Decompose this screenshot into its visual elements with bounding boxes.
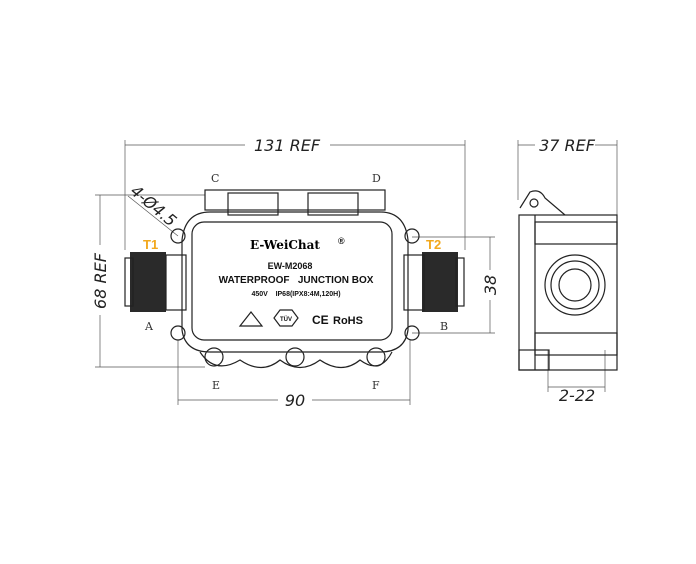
front-view <box>124 189 465 369</box>
rohs-mark: RoHS <box>333 315 363 327</box>
tuv-mark: TÜV <box>280 316 292 323</box>
point-e: E <box>212 379 220 392</box>
rating-text: 450V IP68(IPX8:4M,120H) <box>251 291 340 298</box>
registered-mark: ® <box>338 236 345 246</box>
gland-dimension: 2-22 <box>559 386 595 405</box>
point-b: B <box>440 320 448 333</box>
terminal-t1-label: T1 <box>143 237 158 252</box>
point-c: C <box>211 172 219 185</box>
dimension-lines <box>95 140 618 405</box>
brand-name: E-WeiChat <box>250 238 320 252</box>
tuv-icon <box>273 309 299 327</box>
point-d: D <box>372 172 381 185</box>
width-dimension: 131 REF <box>254 136 321 155</box>
certification-triangle-icon <box>238 311 264 327</box>
product-title: WATERPROOF JUNCTION BOX <box>219 275 374 286</box>
ce-mark: CE <box>312 313 329 327</box>
hole-dimension: 4-Ø4.5 <box>127 181 181 230</box>
span-dimension: 38 <box>481 275 500 295</box>
point-f: F <box>372 379 380 392</box>
terminal-t2-label: T2 <box>426 237 441 252</box>
base-dimension: 90 <box>285 391 305 410</box>
height-dimension: 68 REF <box>91 252 110 309</box>
side-view <box>518 190 618 371</box>
depth-dimension: 37 REF <box>539 136 596 155</box>
point-a: A <box>144 320 154 333</box>
model-number: EW-M2068 <box>268 261 313 271</box>
